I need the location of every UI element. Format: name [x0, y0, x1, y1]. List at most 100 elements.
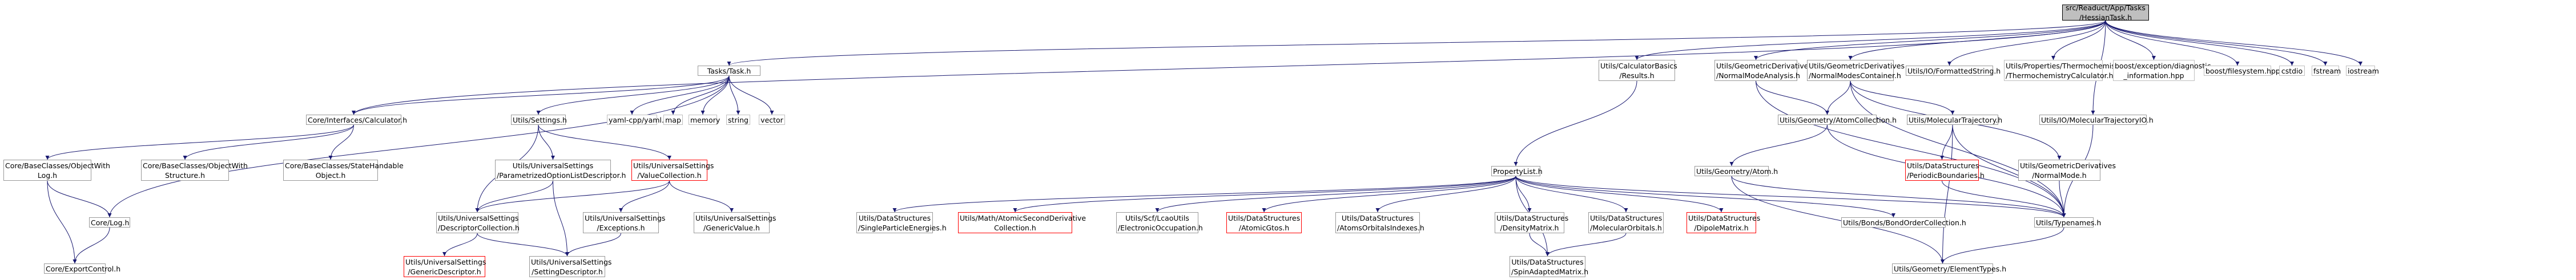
node-yaml[interactable]: yaml-cpp/yaml.h — [607, 115, 669, 125]
node-label: Structure.h — [164, 171, 206, 180]
node-label: /NormalMode.h — [2032, 171, 2087, 180]
node-label: PropertyList.h — [1493, 167, 1543, 176]
node-iostream[interactable]: iostream — [2346, 66, 2379, 76]
node-vector[interactable]: vector — [759, 115, 785, 125]
node-label: Core/ExportControl.h — [46, 264, 121, 273]
node-label: Object.h — [315, 171, 346, 180]
node-label: /Exceptions.h — [597, 223, 645, 232]
node-cstdio[interactable]: cstdio — [2279, 66, 2305, 76]
node-except[interactable]: Utils/UniversalSettings/Exceptions.h — [583, 212, 665, 233]
node-label: /NormalModeAnalysis.h — [1716, 71, 1800, 80]
node-singlepart[interactable]: Utils/DataStructures/SingleParticleEnerg… — [856, 212, 947, 233]
node-nma[interactable]: Utils/GeometricDerivatives/NormalModeAna… — [1714, 60, 1812, 81]
node-elocc[interactable]: Utils/Scf/LcaoUtils/ElectronicOccupation… — [1116, 212, 1203, 233]
node-memory[interactable]: memory — [689, 115, 720, 125]
edge-root-to-ifacecalc — [352, 20, 2106, 115]
node-label: Utils/GeometricDerivatives — [1716, 61, 1812, 70]
node-settings[interactable]: Utils/Settings.h — [511, 115, 567, 125]
node-normalmode[interactable]: Utils/GeometricDerivatives/NormalMode.h — [2018, 160, 2116, 181]
node-paramopt[interactable]: Utils/UniversalSettings/ParametrizedOpti… — [495, 160, 626, 181]
node-genval[interactable]: Utils/UniversalSettings/GenericValue.h — [694, 212, 776, 233]
node-settingdesc[interactable]: Utils/UniversalSettings/SettingDescripto… — [529, 256, 611, 277]
node-label: Utils/Geometry/ElementTypes.h — [1894, 264, 2007, 273]
edge-root-to-cstdio — [2105, 20, 2294, 66]
node-boostdiag[interactable]: boost/exception/diagnostic_information.h… — [2113, 60, 2211, 81]
node-label: /SpinAdaptedMatrix.h — [1511, 267, 1589, 276]
node-moltraj[interactable]: Utils/MolecularTrajectory.h — [1907, 115, 2003, 125]
node-periodic[interactable]: Utils/DataStructures/PeriodicBoundaries.… — [1905, 160, 1985, 181]
edge-objlog-to-exportctl — [47, 180, 77, 264]
node-label: Utils/UniversalSettings — [695, 213, 776, 222]
edge-ifacecalc-to-objstruct — [183, 124, 354, 160]
edge-nmc-to-moltraj — [1850, 80, 1955, 115]
node-label: /Results.h — [1619, 71, 1655, 80]
node-bondorder[interactable]: Utils/Bonds/BondOrderCollection.h — [1841, 217, 1966, 228]
node-label: Utils/Typenames.h — [2036, 218, 2102, 227]
edge-normalmode-to-typenames — [2059, 180, 2066, 218]
edge-molorb-to-spinmat — [1545, 233, 1627, 257]
edge-desccoll-to-settingdesc — [477, 233, 569, 257]
node-proplist[interactable]: PropertyList.h — [1491, 166, 1543, 176]
node-generic[interactable]: Utils/UniversalSettings/GenericDescripto… — [404, 256, 486, 277]
node-exportctl[interactable]: Core/ExportControl.h — [44, 263, 121, 274]
node-boostfs[interactable]: boost/filesystem.hpp — [2204, 66, 2280, 76]
node-moltrajio[interactable]: Utils/IO/MolecularTrajectoryIO.h — [2039, 115, 2154, 125]
node-valcoll[interactable]: Utils/UniversalSettings/ValueCollection.… — [631, 160, 714, 181]
node-elemtypes[interactable]: Utils/Geometry/ElementTypes.h — [1892, 263, 2007, 274]
node-string[interactable]: string — [726, 115, 750, 125]
node-atomicgto[interactable]: Utils/DataStructures/AtomicGtos.h — [1226, 212, 1302, 233]
node-label: src/Readuct/App/Tasks — [2066, 3, 2146, 12]
node-label: Utils/DataStructures — [1496, 213, 1569, 222]
node-label: /SettingDescriptor.h — [532, 267, 603, 276]
node-thermo[interactable]: Utils/Properties/Thermochemistry/Thermoc… — [2004, 60, 2125, 81]
edge-proplist-to-molorb — [1515, 176, 1628, 213]
node-dipole[interactable]: Utils/DataStructures/DipoleMatrix.h — [1687, 212, 1760, 233]
node-label: Core/Interfaces/Calculator.h — [308, 115, 408, 124]
edge-except-to-settingdesc — [565, 233, 621, 257]
node-atomcoll[interactable]: Utils/Geometry/AtomCollection.h — [1778, 115, 1897, 125]
node-label: Utils/UniversalSettings — [405, 257, 486, 266]
node-label: Utils/MolecularTrajectory.h — [1909, 115, 2003, 124]
node-label: Utils/Geometry/AtomCollection.h — [1780, 115, 1897, 124]
node-fmtstr[interactable]: Utils/IO/FormattedString.h — [1906, 66, 2001, 76]
node-atomsorb[interactable]: Utils/DataStructures/AtomsOrbitalsIndexe… — [1335, 212, 1424, 233]
node-task[interactable]: Tasks/Task.h — [698, 66, 760, 76]
node-typenames[interactable]: Utils/Typenames.h — [2034, 217, 2102, 228]
edge-task-to-settings — [536, 75, 730, 115]
node-label: Utils/DataStructures — [1590, 213, 1663, 222]
edge-nmc-to-atomcoll — [1825, 80, 1851, 115]
node-desccoll[interactable]: Utils/UniversalSettings/DescriptorCollec… — [436, 212, 520, 233]
node-label: Tasks/Task.h — [707, 66, 751, 75]
edge-corelog-to-exportctl — [73, 227, 110, 264]
node-molorb[interactable]: Utils/DataStructures/MolecularOrbitals.h — [1588, 212, 1664, 233]
node-atom[interactable]: Utils/Geometry/Atom.h — [1694, 166, 1778, 176]
edge-task-to-map — [671, 75, 730, 115]
node-map[interactable]: map — [663, 115, 683, 125]
node-densmat[interactable]: Utils/DataStructures/DensityMatrix.h — [1495, 212, 1569, 233]
node-label: Utils/DataStructures — [858, 213, 931, 222]
edge-root-to-task — [727, 20, 2106, 66]
edge-root-to-calcbasics — [1635, 20, 2106, 60]
node-nmc[interactable]: Utils/GeometricDerivatives/NormalModesCo… — [1807, 60, 1905, 81]
edge-atomcoll-to-atom — [1729, 124, 1828, 167]
node-fstream[interactable]: fstream — [2312, 66, 2341, 76]
node-ifacecalc[interactable]: Core/Interfaces/Calculator.h — [306, 115, 408, 125]
node-spinmat[interactable]: Utils/DataStructures/SpinAdaptedMatrix.h — [1510, 256, 1589, 277]
edge-settings-to-valcoll — [538, 124, 671, 160]
edge-desccoll-to-generic — [442, 233, 478, 257]
node-calcbasics[interactable]: Utils/CalculatorBasics/Results.h — [1599, 60, 1677, 81]
node-corelog[interactable]: Core/Log.h — [89, 217, 130, 228]
node-label: /DescriptorCollection.h — [438, 223, 520, 232]
edge-nma-to-typenames — [1756, 80, 2066, 218]
node-label: /ParametrizedOptionListDescriptor.h — [497, 171, 626, 180]
node-label: map — [665, 115, 681, 124]
node-label: Utils/Settings.h — [513, 115, 567, 124]
node-label: /SingleParticleEnergies.h — [858, 223, 947, 232]
edge-moltraj-to-periodic — [1940, 124, 1953, 160]
